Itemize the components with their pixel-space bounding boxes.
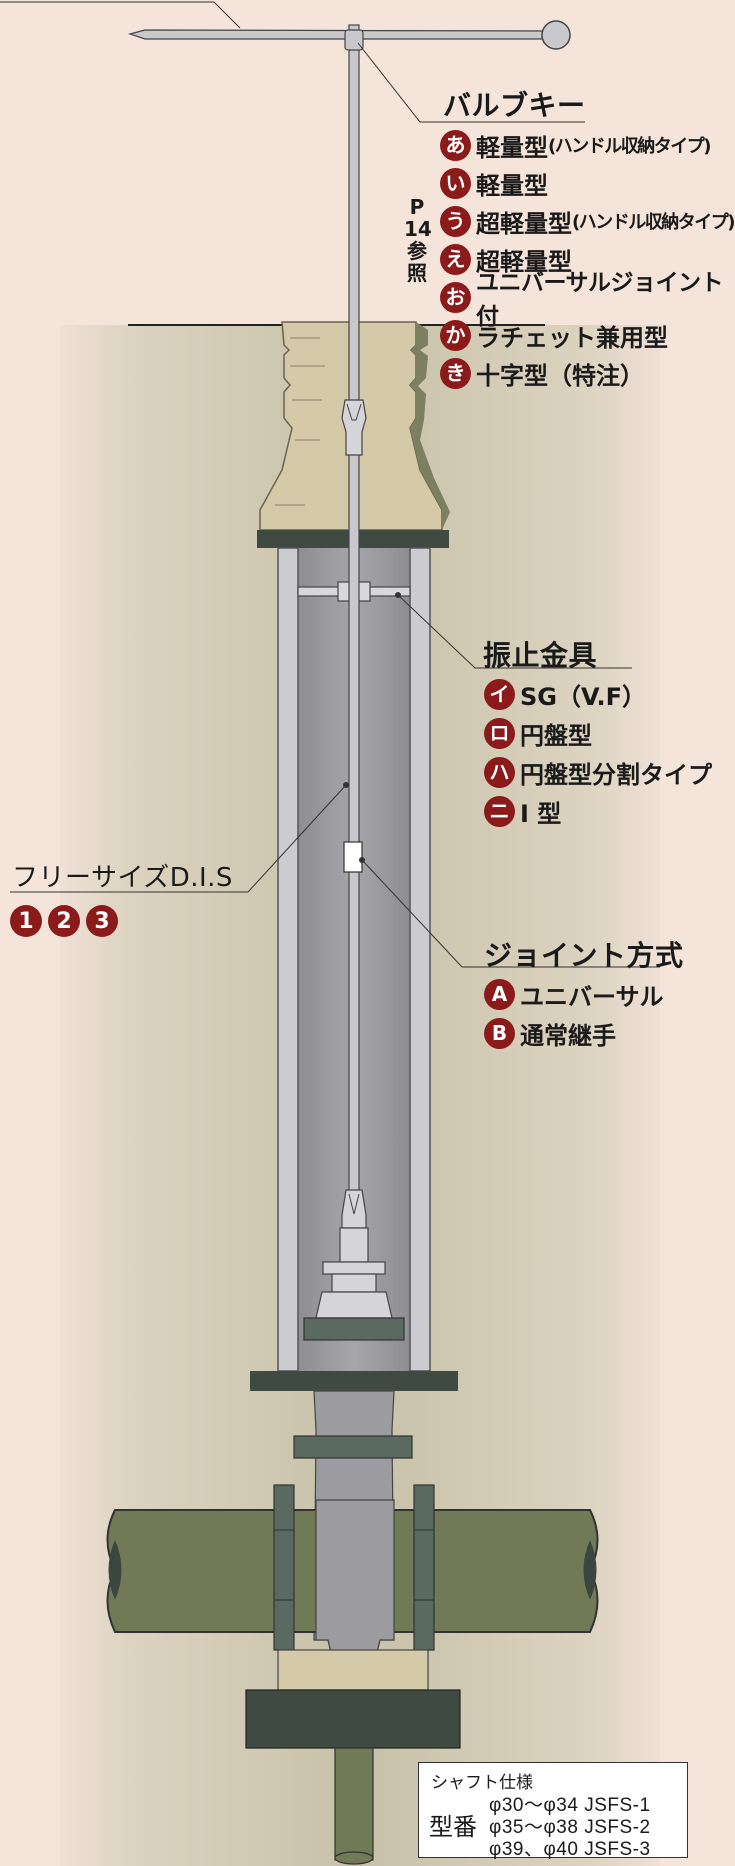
left-guide-rail xyxy=(277,547,299,1372)
valve-key-item: あ軽量型(ハンドル収納タイプ) xyxy=(440,128,735,162)
number-badge: 2 xyxy=(48,905,80,937)
leader-steady-bracket xyxy=(397,594,632,669)
valve-key-item: かラチェット兼用型 xyxy=(440,318,735,352)
spec-row: φ30～φ34 JSFS-1 xyxy=(489,1795,651,1816)
item-badge: ロ xyxy=(484,717,515,749)
valve-key-list: あ軽量型(ハンドル収納タイプ) い軽量型 う超軽量型(ハンドル収納タイプ) え超… xyxy=(440,128,735,390)
page-reference: P 14 参 照 xyxy=(404,195,432,285)
t-handle xyxy=(127,29,546,40)
right-guide-rail xyxy=(409,547,431,1372)
lower-coupling xyxy=(341,1189,367,1229)
steady-bracket-heading: 振止金具 xyxy=(483,639,598,672)
item-badge: ハ xyxy=(484,756,515,788)
upper-coupling xyxy=(341,399,367,456)
right-flange xyxy=(413,1484,435,1651)
shaft-spec-box: シャフト仕様 型番 φ30～φ34 JSFS-1 φ35～φ38 JSFS-2 … xyxy=(418,1762,688,1860)
item-badge: A xyxy=(484,978,515,1010)
valve-bonnet-flange xyxy=(303,1317,405,1341)
leader-lines xyxy=(0,1,660,968)
pipe-right-end xyxy=(583,1540,597,1600)
valve-key-item: う超軽量型(ハンドル収納タイプ) xyxy=(440,204,735,238)
spec-row: φ39、φ40 JSFS-3 xyxy=(489,1839,651,1860)
leader-top xyxy=(0,1,241,29)
shaft-spec-title: シャフト仕様 xyxy=(431,1773,533,1792)
free-size-badges: 1 2 3 xyxy=(10,905,118,937)
valve-key-item: おユニバーサルジョイント付 xyxy=(440,270,735,330)
item-badge: え xyxy=(440,243,471,275)
item-badge: ニ xyxy=(484,795,515,827)
item-badge: お xyxy=(440,281,471,313)
number-badge: 1 xyxy=(10,905,42,937)
steady-bracket-item: ロ円盤型 xyxy=(484,716,712,750)
model-number-label: 型番 xyxy=(429,1814,477,1841)
valve-key-item: き十字型（特注） xyxy=(440,356,735,390)
number-badge: 3 xyxy=(86,905,118,937)
joint-block xyxy=(343,841,363,873)
item-badge: イ xyxy=(484,678,515,710)
base-block xyxy=(277,1649,429,1691)
valve-cap-flange xyxy=(322,1261,386,1275)
leader-free-size xyxy=(10,784,347,893)
leader-joint xyxy=(361,859,660,968)
valve-key-heading: バルブキー xyxy=(443,89,586,122)
left-flange xyxy=(273,1484,295,1651)
leader-valve-key xyxy=(357,42,585,123)
steady-bracket-item: ハ円盤型分割タイプ xyxy=(484,755,712,789)
valve-key-item: い軽量型 xyxy=(440,166,735,200)
bottom-plate xyxy=(250,1371,458,1391)
valve-key-rod xyxy=(348,24,360,1206)
handle-knob xyxy=(541,20,571,50)
spec-row: φ35～φ38 JSFS-2 xyxy=(489,1817,651,1838)
valve-key-item: え超軽量型 xyxy=(440,242,735,276)
item-badge: あ xyxy=(440,129,471,161)
item-badge: き xyxy=(440,357,471,389)
pipe-left-end xyxy=(108,1540,122,1600)
item-badge: か xyxy=(440,319,471,351)
support-block xyxy=(245,1689,461,1749)
item-badge: い xyxy=(440,167,471,199)
support-post xyxy=(334,1747,374,1861)
item-badge: う xyxy=(440,205,471,237)
item-badge: B xyxy=(484,1017,515,1049)
joint-method-heading: ジョイント方式 xyxy=(484,939,684,972)
free-size-heading: フリーサイズD.I.S xyxy=(12,863,233,893)
cover-box-shadow xyxy=(410,322,450,530)
handle-collar xyxy=(344,29,364,51)
valve-gland xyxy=(293,1435,413,1459)
valve-cap xyxy=(339,1227,369,1263)
